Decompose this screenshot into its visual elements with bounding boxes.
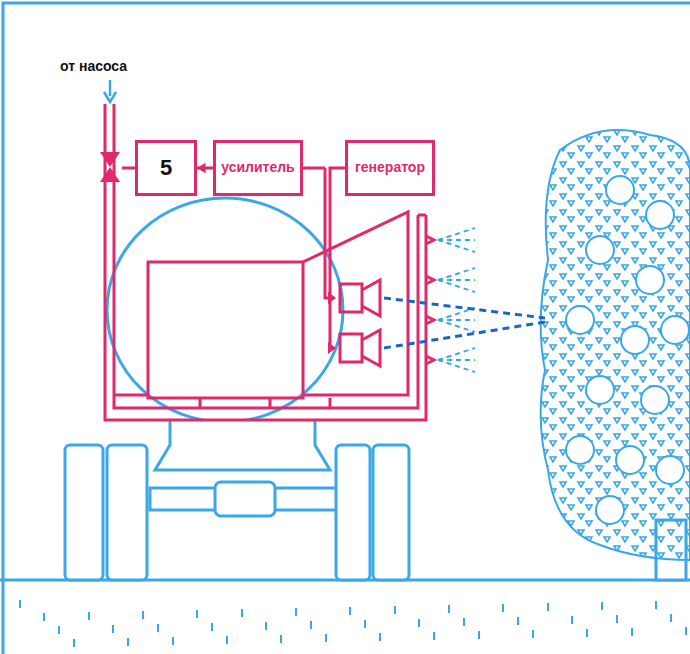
callout-number: 5: [160, 156, 172, 180]
signal-wire: [197, 163, 213, 173]
box-label: генератор: [355, 160, 425, 175]
process-box: 5: [135, 140, 197, 196]
inlet-label: от насоса: [58, 58, 129, 74]
process-box: генератор: [345, 140, 435, 196]
process-box: усилитель: [213, 140, 303, 196]
box-label: усилитель: [221, 160, 294, 175]
